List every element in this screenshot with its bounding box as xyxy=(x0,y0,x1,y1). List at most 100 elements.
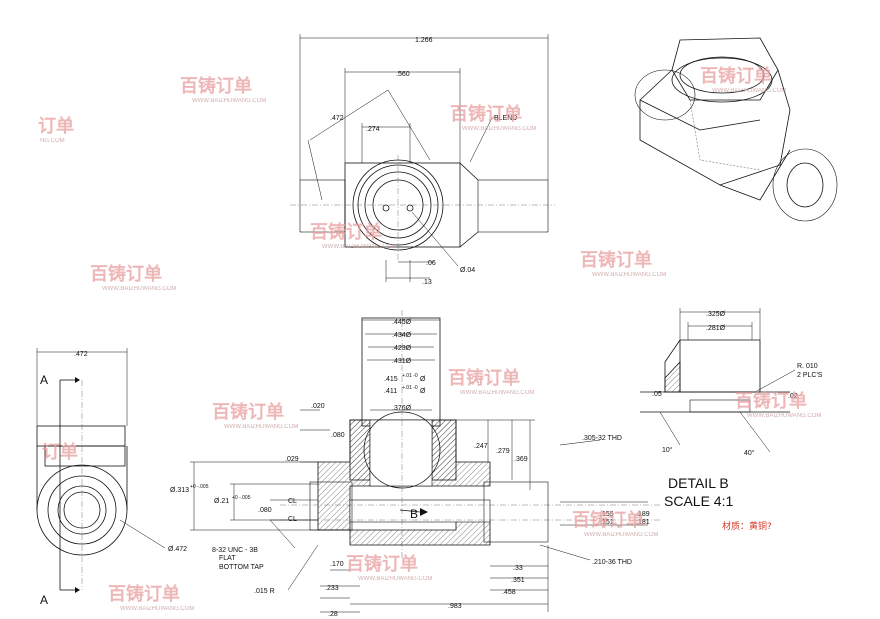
watermark-logo: 百铸订单 WWW.BAIZHUWANG.COM xyxy=(346,553,432,582)
angle-40: 40° xyxy=(744,449,755,457)
svg-text:WWW.BAIZHUWANG.COM: WWW.BAIZHUWANG.COM xyxy=(322,244,396,250)
svg-text:WWW.BAIZHUWANG.COM: WWW.BAIZHUWANG.COM xyxy=(224,424,298,430)
dim-d431: .431Ø xyxy=(392,358,412,365)
dim-diameter-symbol-a: Ø xyxy=(420,376,426,383)
svg-text:WWW.BAIZHUWANG.COM: WWW.BAIZHUWANG.COM xyxy=(584,532,658,538)
dim-d080b: .080 xyxy=(258,507,272,514)
svg-text:百铸订单: 百铸订单 xyxy=(735,390,807,412)
angle-10: 10° xyxy=(662,446,673,454)
isometric-view xyxy=(634,37,838,222)
dim-d279: .279 xyxy=(496,448,510,455)
svg-text:百铸订单: 百铸订单 xyxy=(572,509,644,531)
svg-text:WWW.BAIZHUWANG.COM: WWW.BAIZHUWANG.COM xyxy=(747,413,821,419)
svg-text:订单: 订单 xyxy=(38,115,74,137)
dim-d423: .423Ø xyxy=(392,345,412,352)
dim-d325: .325Ø xyxy=(706,311,726,318)
label-blend: BLEND xyxy=(494,115,517,122)
dim-pin-dia: Ø.04 xyxy=(460,267,475,274)
dim-overall-length: 1.266 xyxy=(415,37,433,44)
note-flat: FLAT xyxy=(219,555,236,562)
dim-d189: .189 xyxy=(636,511,650,518)
watermark-logo-partial: 订单 xyxy=(42,441,78,463)
section-view: .445Ø .434Ø .423Ø .431Ø .415 +.01 -0 .41… xyxy=(170,310,660,618)
dim-d029: .029 xyxy=(285,456,299,463)
watermark-logo: 百铸订单 WWW.BAIZHUWANG.COM xyxy=(180,75,266,104)
dim-d181: .181 xyxy=(636,519,650,526)
dim-d020: .020 xyxy=(311,403,325,410)
watermark-logo-partial: 订单 NG.COM xyxy=(38,115,74,144)
svg-text:百铸订单: 百铸订单 xyxy=(346,553,418,575)
section-label-bottom: A xyxy=(40,593,48,607)
centerline-a: CL xyxy=(288,498,297,505)
dim-d281: .281Ø xyxy=(706,325,726,332)
watermark-logo: 百铸订单 WWW.BAIZHUWANG.COM xyxy=(212,401,298,430)
dim-d21-tol: +0 -.005 xyxy=(232,495,251,501)
svg-text:WWW.BAIZHUWANG.COM: WWW.BAIZHUWANG.COM xyxy=(358,576,432,582)
svg-text:百铸订单: 百铸订单 xyxy=(310,221,382,243)
dim-d411: .411 xyxy=(384,388,397,395)
note-thd305: .305-32 THD xyxy=(582,435,622,442)
side-view: .472 A A Ø.472 xyxy=(36,348,187,607)
dim-d434: .434Ø xyxy=(392,332,412,339)
dim-d05: .05 xyxy=(652,391,662,398)
dim-d411-tol: +.01 -0 xyxy=(402,385,418,391)
watermark-logo: 百铸订单 WWW.BAIZHUWANG.COM xyxy=(90,263,176,292)
section-label-top: A xyxy=(40,373,48,387)
dim-d458: .458 xyxy=(502,589,516,596)
dim-d233: .233 xyxy=(325,585,339,592)
detail-b-view: .325Ø .281Ø R. 010 2 PLC'S .02 .05 10° 4… xyxy=(640,308,823,532)
svg-text:百铸订单: 百铸订单 xyxy=(448,367,520,389)
dim-d376: .376Ø xyxy=(392,405,412,412)
dim-d313: Ø.313 xyxy=(170,487,189,494)
dim-d351: .351 xyxy=(511,577,525,584)
dim-d080a: .080 xyxy=(331,432,345,439)
top-view: 1.266 .560 .472 .274 BLEND .06 Ø.04 .13 xyxy=(290,34,555,286)
dim-d28: .28 xyxy=(328,611,338,618)
svg-text:百铸订单: 百铸订单 xyxy=(108,583,180,605)
watermark-logo: 百铸订单 WWW.BAIZHUWANG.COM xyxy=(108,583,194,612)
centerline-b: CL xyxy=(288,516,297,523)
dim-d21: Ø.21 xyxy=(214,498,229,505)
svg-text:百铸订单: 百铸订单 xyxy=(180,75,252,97)
dim-d415-tol: +.01 -0 xyxy=(402,373,418,379)
dim-r010: R. 010 xyxy=(797,363,818,370)
svg-text:WWW.BAIZHUWANG.COM: WWW.BAIZHUWANG.COM xyxy=(120,606,194,612)
svg-text:百铸订单: 百铸订单 xyxy=(90,263,162,285)
svg-text:百铸订单: 百铸订单 xyxy=(580,249,652,271)
dim-d415: .415 xyxy=(384,376,398,383)
dim-d369: .369 xyxy=(514,456,528,463)
note-thd210: .210-36 THD xyxy=(592,559,632,566)
watermark-logo: 百铸订单 WWW.BAIZHUWANG.COM xyxy=(448,367,534,396)
svg-text:WWW.BAIZHUWANG.COM: WWW.BAIZHUWANG.COM xyxy=(192,98,266,104)
svg-text:百铸订单: 百铸订单 xyxy=(450,103,522,125)
svg-text:WWW.BAIZHUWANG.COM: WWW.BAIZHUWANG.COM xyxy=(102,286,176,292)
dim-d33: .33 xyxy=(513,565,523,572)
detail-scale: SCALE 4:1 xyxy=(664,493,733,509)
dim-pin-offset: .06 xyxy=(426,260,436,267)
note-bottom-tap: BOTTOM TAP xyxy=(219,564,264,571)
dim-angle: .472 xyxy=(330,115,344,122)
note-unc: 8-32 UNC - 3B xyxy=(212,547,258,554)
dim-hole-spacing: .274 xyxy=(366,126,380,133)
dim-side-diameter: Ø.472 xyxy=(168,546,187,553)
watermark-logo: 百铸订单 WWW.BAIZHUWANG.COM xyxy=(572,509,658,538)
dim-d445: .445Ø xyxy=(392,319,412,326)
svg-text:百铸订单: 百铸订单 xyxy=(700,65,772,87)
dim-d983: .983 xyxy=(448,603,462,610)
svg-text:WWW.BAIZHUWANG.COM: WWW.BAIZHUWANG.COM xyxy=(462,126,536,132)
dim-d151: .151 xyxy=(600,519,614,526)
dim-diameter-symbol-b: Ø xyxy=(420,388,426,395)
svg-text:NG.COM: NG.COM xyxy=(40,138,65,144)
watermark-logo: 百铸订单 WWW.BAIZHUWANG.COM xyxy=(735,390,821,419)
dim-side-width: .472 xyxy=(74,351,88,358)
svg-text:百铸订单: 百铸订单 xyxy=(212,401,284,423)
svg-text:WWW.BAIZHUWANG.COM: WWW.BAIZHUWANG.COM xyxy=(460,390,534,396)
dim-r015: .015 R xyxy=(254,588,275,595)
dim-d247: .247 xyxy=(474,443,488,450)
material-note: 材质：黄铜? xyxy=(722,520,772,532)
watermarks: 百铸订单 WWW.BAIZHUWANG.COM 百铸订单 WWW.BAIZHUW… xyxy=(38,65,821,612)
dim-d313-tol: +0 -.005 xyxy=(190,484,209,490)
detail-title: DETAIL B xyxy=(668,475,729,491)
watermark-logo: 百铸订单 WWW.BAIZHUWANG.COM xyxy=(450,103,536,132)
svg-text:订单: 订单 xyxy=(42,441,78,463)
